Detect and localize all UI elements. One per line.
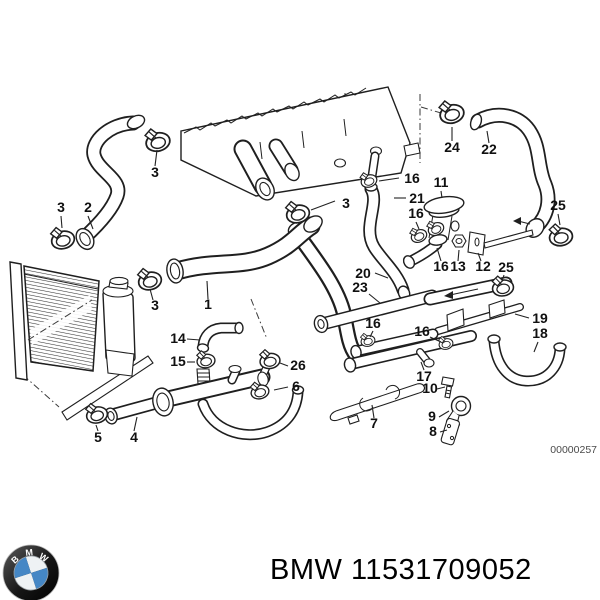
leader-line: [186, 338, 201, 341]
leader-line: [87, 215, 94, 230]
leader-line: [477, 252, 482, 262]
bolt-10: [440, 376, 455, 399]
leader-line: [206, 280, 209, 300]
leader-line: [436, 247, 442, 262]
bmw-logo: B M W: [2, 544, 60, 600]
part-label-16: 16: [414, 323, 430, 339]
leader-line: [533, 341, 539, 353]
cooling-hoses-exploded-diagram: 3162321113162422253120231613122514152661…: [9, 86, 597, 456]
part-label-5: 5: [94, 429, 102, 445]
part-label-26: 26: [290, 357, 306, 373]
part-label-3: 3: [57, 199, 65, 215]
part-label-14: 14: [170, 330, 186, 346]
leader-line: [273, 386, 289, 391]
leader-line: [95, 424, 99, 432]
leader-line: [457, 249, 460, 262]
part-label-19: 19: [532, 310, 548, 326]
brand-name: BMW: [270, 554, 343, 586]
leader-line: [436, 386, 446, 390]
hose-1: [166, 215, 323, 284]
leader-line: [557, 213, 561, 226]
part-label-3: 3: [342, 195, 350, 211]
part-label-16: 16: [365, 315, 381, 331]
part-label-11: 11: [434, 174, 449, 190]
part-label-25: 25: [550, 197, 566, 213]
plate-8: [440, 417, 461, 446]
part-label-13: 13: [450, 258, 466, 274]
part-label-3: 3: [151, 297, 159, 313]
part-label-3: 3: [151, 164, 159, 180]
leader-line: [374, 272, 389, 279]
nut-13: [451, 234, 467, 248]
pipe-19: [434, 299, 524, 335]
leader-line: [439, 429, 448, 433]
hose-21: [363, 182, 411, 301]
leader-line: [514, 313, 530, 319]
rail-7: [329, 383, 425, 425]
leader-line: [133, 416, 138, 432]
part-label-16: 16: [433, 258, 449, 274]
leader-line: [369, 330, 374, 338]
part-label-25: 25: [498, 259, 514, 275]
leader-line: [486, 130, 490, 144]
part-caption: BMW 11531709052: [270, 554, 532, 587]
leader-line: [378, 177, 400, 182]
part-label-7: 7: [370, 415, 378, 431]
part-label-17: 17: [416, 368, 432, 384]
pipe-assembly-4: [104, 360, 305, 441]
engine-block: [180, 86, 421, 201]
leader-line: [438, 410, 450, 418]
part-label-16: 16: [404, 170, 420, 186]
part-label-12: 12: [475, 258, 491, 274]
leader-line: [368, 293, 381, 304]
radiator: [9, 261, 136, 381]
part-label-1: 1: [204, 296, 212, 312]
bracket-12: [467, 229, 534, 256]
part-label-8: 8: [429, 423, 437, 439]
part-label-2: 2: [84, 199, 92, 215]
part-label-20: 20: [355, 265, 371, 281]
hose-22: [469, 107, 556, 238]
leader-line: [60, 215, 63, 229]
vent-valve-11: [402, 195, 465, 269]
watermark-number: 00000257: [550, 444, 597, 456]
leader-line: [415, 221, 420, 230]
leader-line: [310, 200, 336, 211]
water-pipe-20-23: [313, 289, 439, 334]
part-label-24: 24: [444, 139, 460, 155]
leader-line: [420, 361, 425, 371]
logo-letter-B: B: [9, 554, 21, 566]
leader-line: [149, 288, 154, 301]
part-label-6: 6: [292, 378, 300, 394]
part-label-4: 4: [130, 429, 138, 445]
part-label-22: 22: [481, 141, 497, 157]
bmw-roundel-quadrants: [13, 555, 49, 591]
leader-line: [440, 190, 443, 199]
logo-letter-M: M: [25, 547, 34, 558]
leader-line: [501, 274, 505, 282]
part-label-21: 21: [409, 190, 425, 206]
part-number: 11531709052: [350, 554, 532, 586]
hose-2: [75, 114, 146, 251]
leader-line: [279, 362, 289, 367]
part-label-18: 18: [532, 325, 548, 341]
part-label-10: 10: [422, 380, 438, 396]
part-label-16: 16: [408, 205, 424, 221]
elbow-14: [196, 321, 244, 353]
leader-line: [154, 149, 158, 167]
hose-18: [487, 334, 567, 387]
leader-line: [429, 336, 442, 343]
leader-line: [371, 404, 375, 419]
part-label-9: 9: [428, 408, 436, 424]
part-label-23: 23: [352, 279, 368, 295]
part-label-15: 15: [170, 353, 186, 369]
